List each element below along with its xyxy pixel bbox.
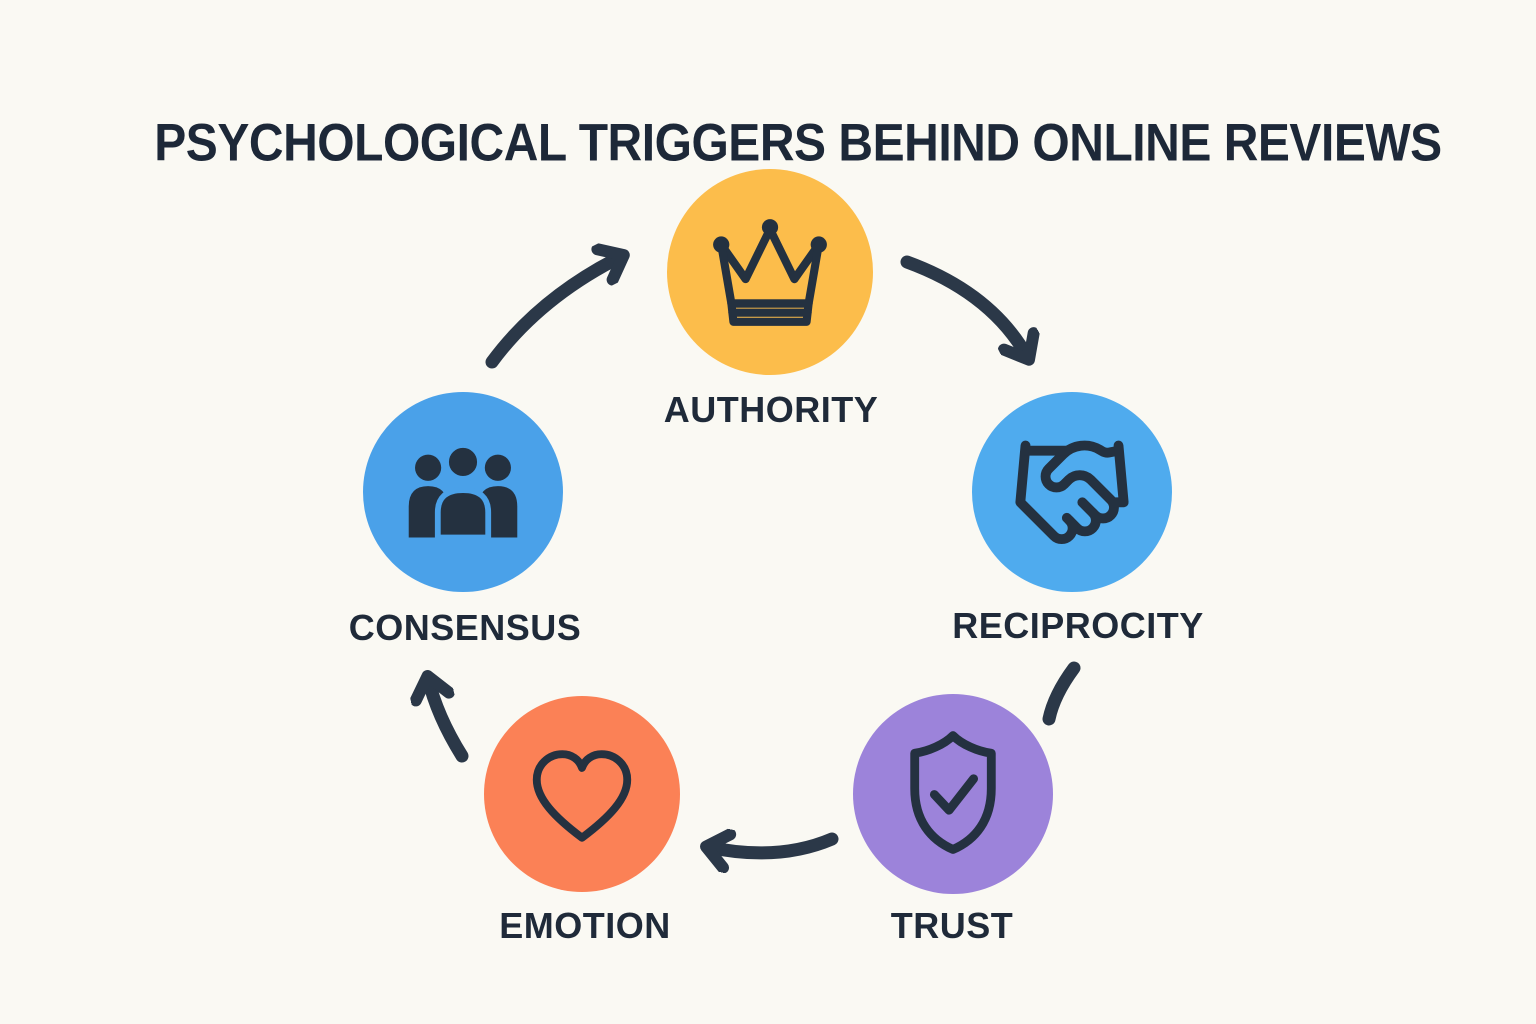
arrow-authority-to-reciprocity (900, 255, 1028, 358)
node-label-consensus: CONSENSUS (348, 607, 582, 648)
arrow-trust-to-emotion (708, 839, 839, 853)
authority-circle (667, 169, 873, 375)
consensus-circle (363, 392, 563, 592)
arrow-consensus-to-authority (485, 256, 622, 369)
heart-icon (532, 750, 632, 842)
arrow-emotion-to-consensus (428, 678, 469, 763)
handshake-icon (1015, 440, 1129, 545)
emotion-circle (484, 696, 680, 892)
node-label-trust: TRUST (890, 905, 1014, 946)
page-title: PSYCHOLOGICAL TRIGGERS BEHIND ONLINE REV… (154, 112, 1442, 172)
shield-check-icon (910, 731, 996, 854)
people-icon (408, 444, 518, 540)
arrow-reciprocity-to-trust (1042, 661, 1081, 726)
node-label-emotion: EMOTION (499, 905, 671, 946)
node-label-authority: AUTHORITY (663, 389, 879, 430)
node-label-reciprocity: RECIPROCITY (952, 605, 1204, 646)
trust-circle (853, 694, 1053, 894)
crown-icon (713, 219, 827, 326)
reciprocity-circle (972, 392, 1172, 592)
